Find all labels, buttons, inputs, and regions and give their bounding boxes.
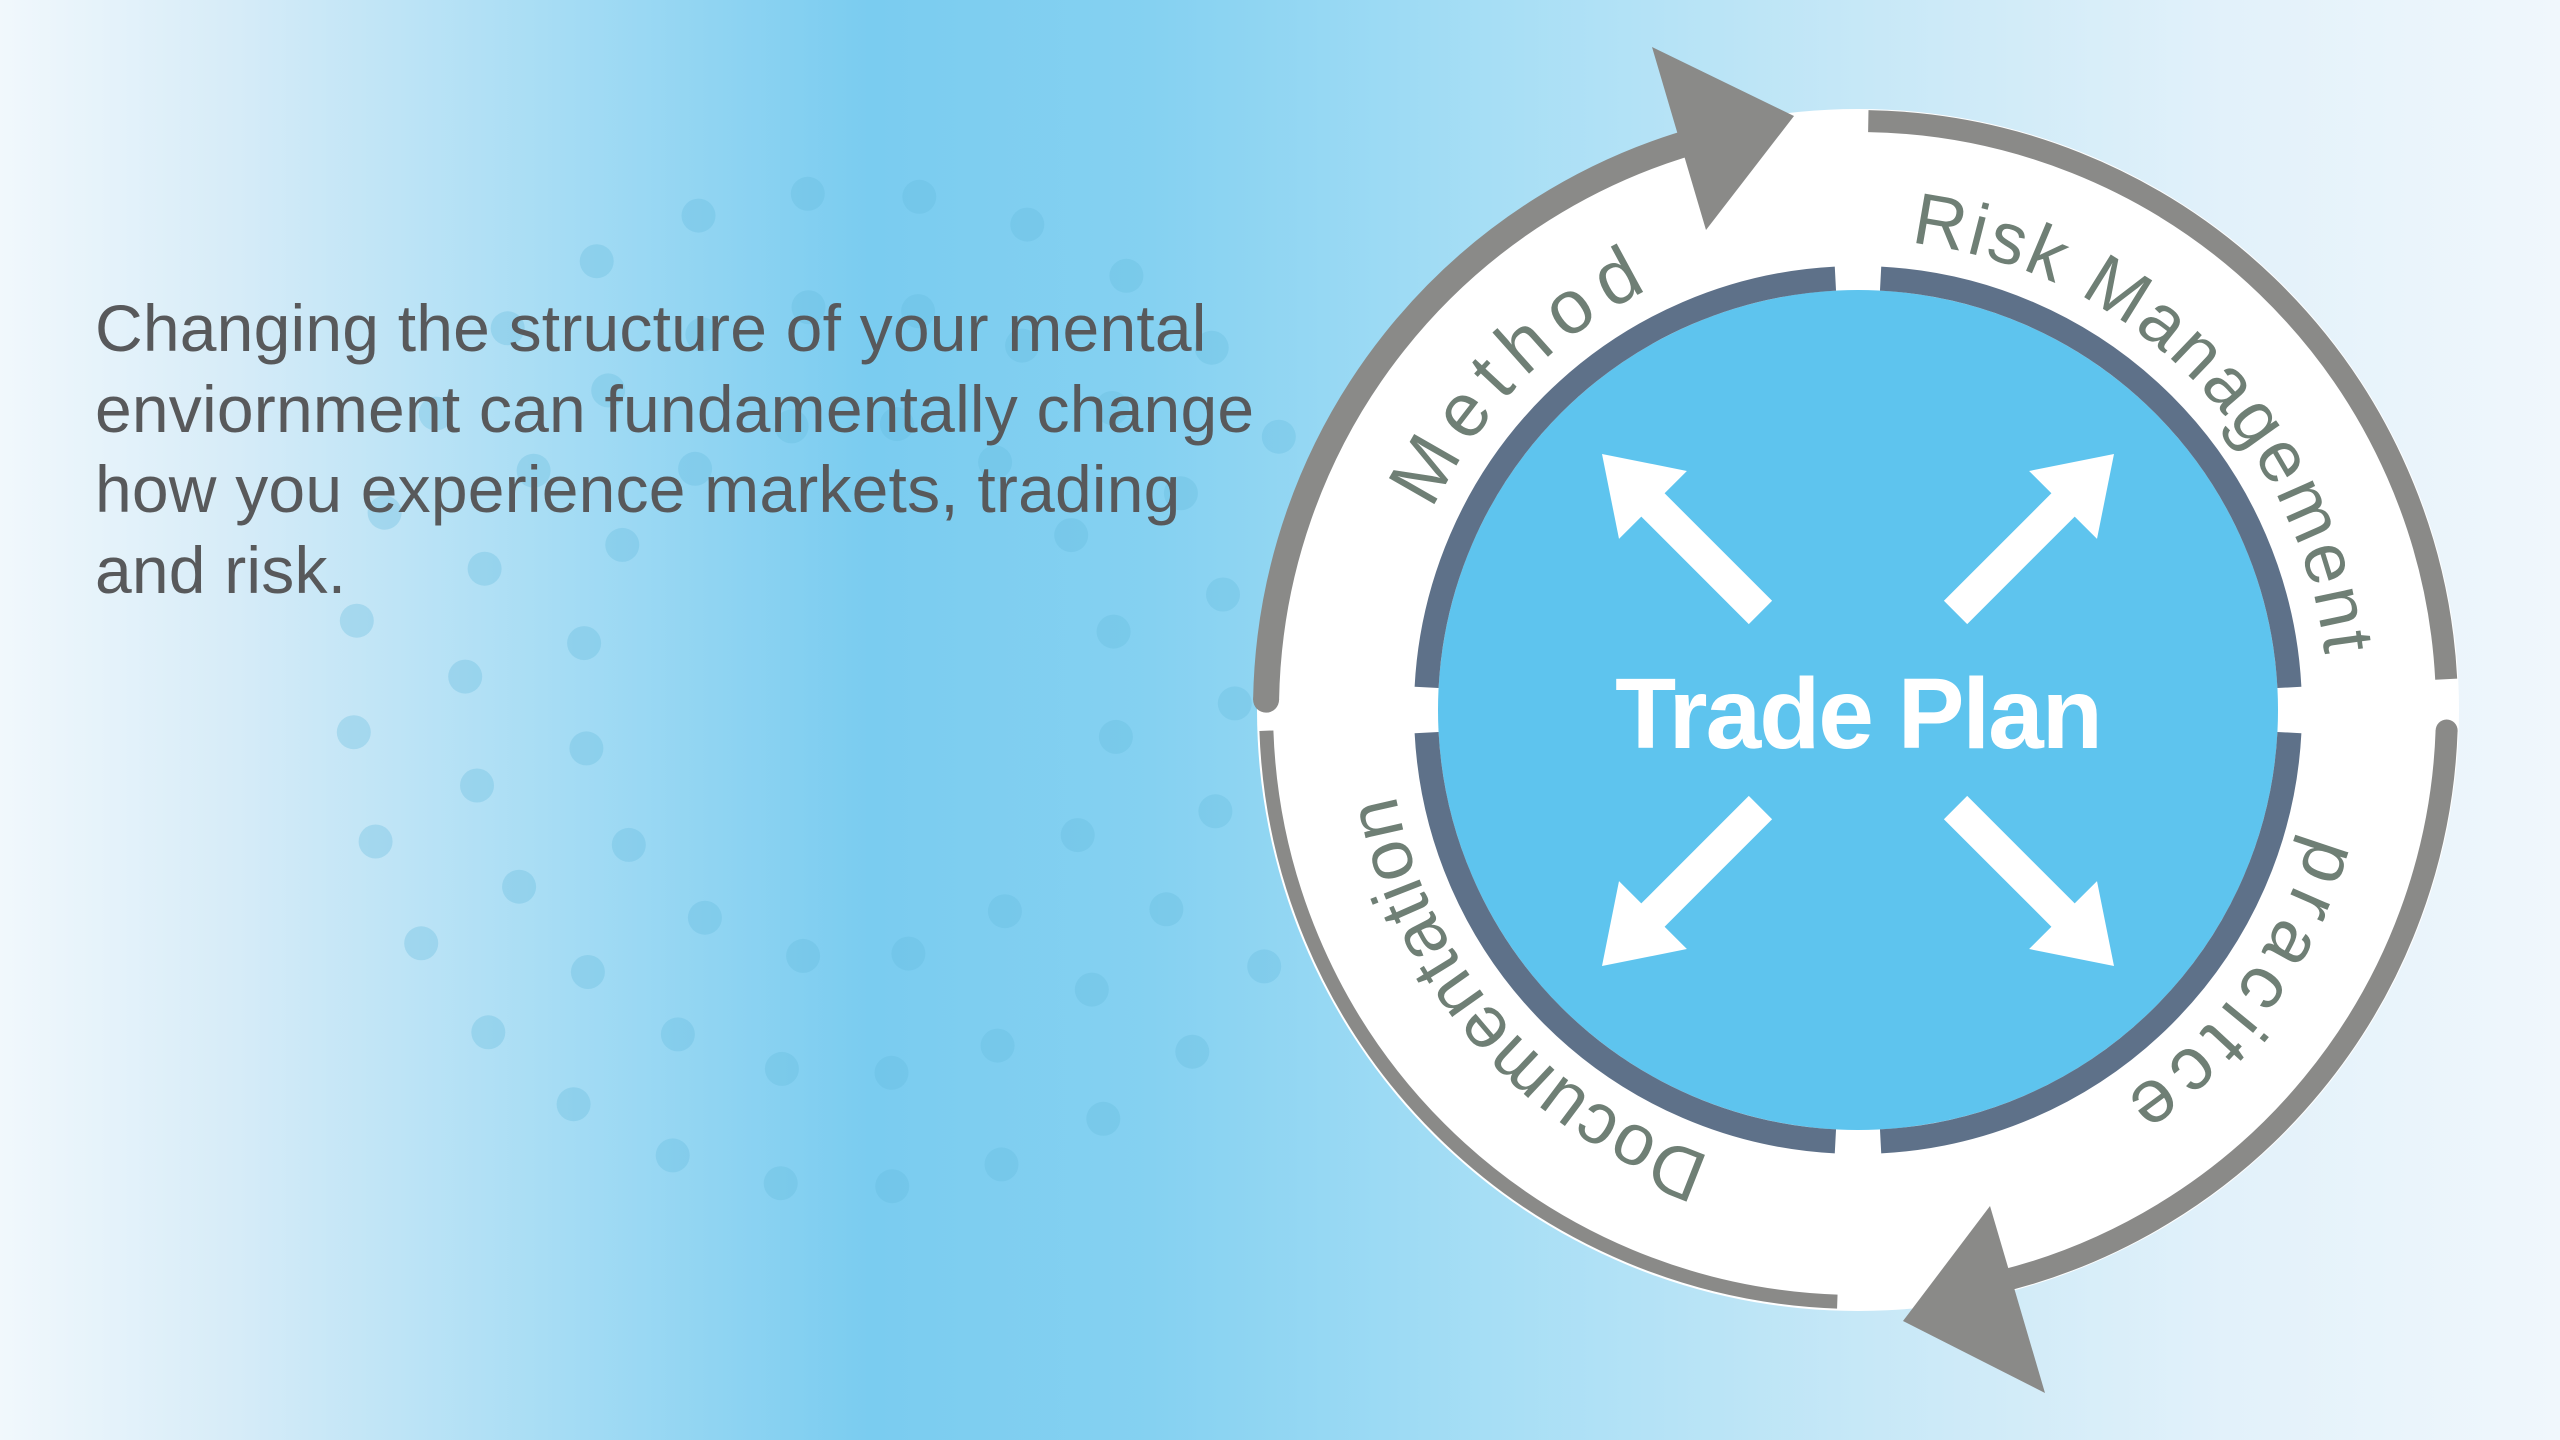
pattern-dot	[1109, 258, 1144, 293]
clockwise-flow-arrowheads	[1652, 47, 2045, 1393]
pattern-dot	[1095, 391, 1130, 425]
pattern-dot	[678, 451, 713, 486]
pattern-dot	[1149, 892, 1184, 927]
pattern-dot	[516, 453, 551, 488]
pattern-dot	[471, 1015, 506, 1050]
clockwise-arrowhead-bottom-icon	[1903, 1206, 2045, 1393]
pattern-dot	[460, 768, 494, 803]
pattern-dot	[1054, 518, 1089, 553]
pattern-dot	[1217, 686, 1252, 721]
pattern-dot	[1247, 949, 1282, 984]
pattern-dot	[984, 1147, 1019, 1182]
pattern-dot	[1194, 330, 1229, 365]
pattern-dot	[490, 311, 525, 346]
inner-ring-segment-3	[1414, 266, 1837, 689]
pattern-dot	[681, 198, 716, 233]
inner-ring-segment-4	[1879, 266, 2302, 689]
pattern-dot	[336, 715, 371, 750]
outward-arrows	[1602, 454, 2114, 966]
outward-arrow-se-icon	[1943, 795, 2114, 966]
pattern-dot	[1098, 719, 1133, 754]
pattern-dot	[774, 409, 809, 444]
outer-arc-top-right	[1868, 110, 2458, 680]
paragraph-line-1: Changing the structure of your mental	[95, 291, 1207, 365]
outer-arc-bottom-left-thin	[1259, 730, 1838, 1309]
pattern-dot	[1060, 818, 1095, 853]
pattern-dot	[1074, 972, 1109, 1007]
pattern-dot	[339, 603, 374, 638]
pattern-dot	[404, 926, 439, 961]
pattern-dot	[358, 824, 393, 859]
pattern-dot	[660, 1017, 695, 1052]
pattern-dot	[605, 527, 640, 562]
outward-arrow-nw-icon	[1602, 454, 1773, 625]
pattern-dot	[1086, 1101, 1121, 1136]
pattern-dot	[467, 551, 502, 586]
pattern-dot	[569, 731, 604, 766]
pattern-dot	[978, 445, 1013, 480]
dotted-circle-pattern	[336, 176, 1364, 1204]
intro-paragraph: Changing the structure of your mental en…	[95, 288, 1355, 610]
inner-ring-segment-2	[1414, 731, 1837, 1154]
pattern-dot	[367, 495, 402, 530]
pattern-dot	[1198, 794, 1233, 829]
pattern-dot	[874, 1055, 909, 1090]
pattern-dot	[1010, 207, 1045, 242]
pattern-dot	[1096, 614, 1131, 649]
pattern-dot	[611, 827, 646, 862]
outward-arrow-ne-icon	[1943, 454, 2114, 625]
inner-ring-border	[1414, 266, 2302, 1154]
outer-arc-right-cap	[2435, 719, 2458, 742]
pattern-dot	[791, 290, 826, 325]
pattern-dot	[875, 1169, 910, 1204]
pattern-dot	[448, 659, 483, 694]
outer-arc-left	[1253, 122, 1718, 700]
outer-arc-right	[1988, 730, 2458, 1295]
pattern-dot	[763, 1166, 798, 1201]
pattern-dot	[879, 407, 914, 442]
pattern-dot	[687, 900, 722, 935]
paragraph-line-4: and risk.	[95, 532, 347, 607]
pattern-dot	[764, 1051, 799, 1086]
pattern-dot	[901, 294, 936, 329]
pattern-dot	[891, 936, 926, 971]
pattern-dot	[902, 179, 937, 214]
inner-ring-segment-1	[1879, 731, 2302, 1154]
pattern-dot	[786, 938, 821, 973]
center-label: Trade Plan	[1615, 658, 2101, 770]
pattern-dot	[591, 373, 626, 408]
outer-arc-left-cap	[1253, 686, 1280, 713]
pattern-dot	[556, 1087, 591, 1122]
pattern-dot	[1005, 328, 1040, 363]
pattern-dot	[1206, 577, 1240, 612]
pattern-dot	[655, 1138, 690, 1173]
pattern-dot	[685, 317, 720, 352]
pattern-dot	[1163, 476, 1198, 511]
pattern-dot	[790, 176, 825, 211]
pattern-dot	[579, 244, 614, 279]
pattern-dot	[418, 396, 453, 431]
clockwise-arrowhead-top-icon	[1652, 47, 1794, 230]
pattern-dot	[980, 1028, 1015, 1063]
paragraph-line-2: enviornment can fundamentally change	[95, 371, 1255, 446]
outer-ring-arcs	[1253, 110, 2458, 1309]
paragraph-line-3: how you experience markets, trading	[95, 452, 1181, 527]
pattern-dot	[570, 955, 605, 989]
outward-arrow-sw-icon	[1602, 795, 1773, 966]
pattern-dot	[1261, 419, 1296, 454]
pattern-dot	[1175, 1034, 1210, 1069]
pattern-dot	[567, 626, 602, 661]
pattern-dot	[987, 894, 1022, 929]
pattern-dot	[502, 869, 537, 904]
